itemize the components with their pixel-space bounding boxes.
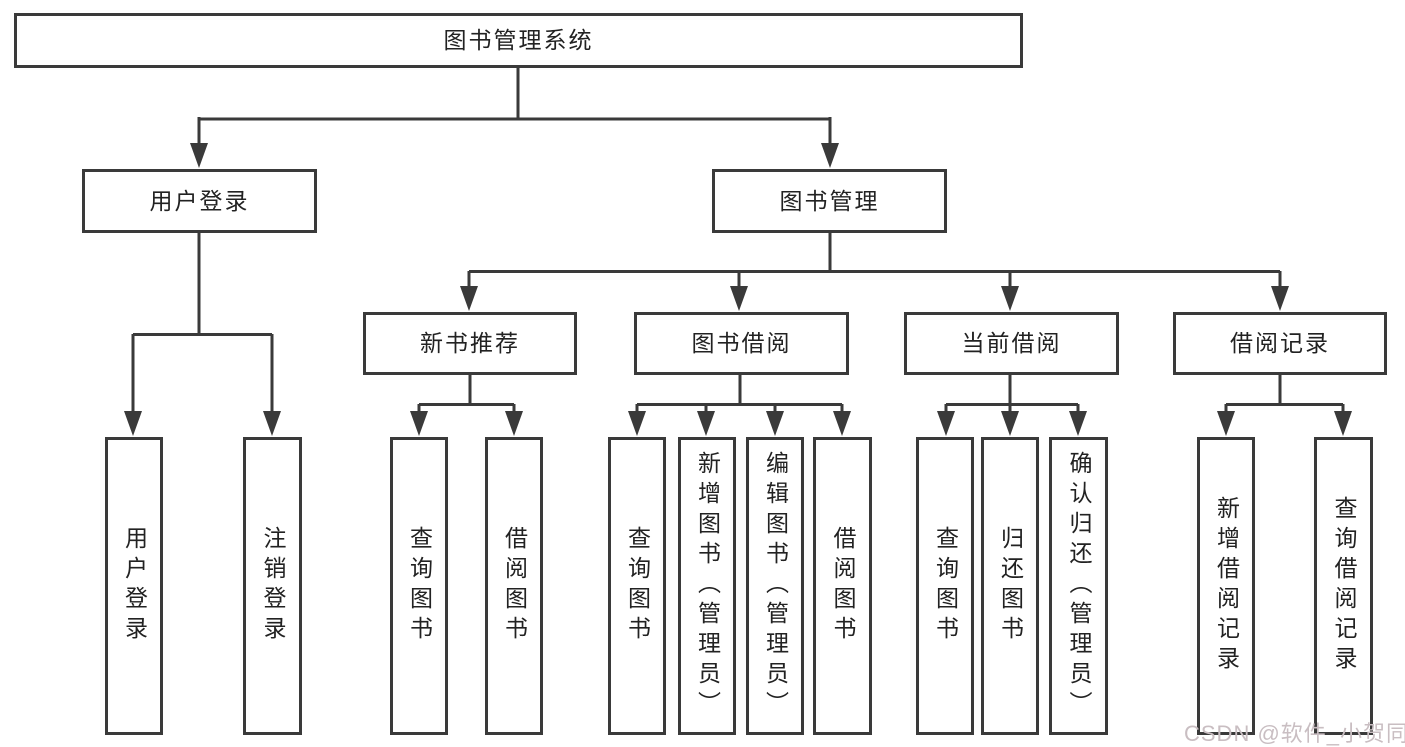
node-user-login: 用户登录 (82, 169, 317, 233)
leaf-current-return-books: 归还图书 (981, 437, 1039, 735)
leaf-records-query-record: 查询借阅记录 (1314, 437, 1373, 735)
leaf-borrow-borrow-books: 借阅图书 (813, 437, 872, 735)
leaf-current-confirm-return-admin: 确认归还（管理员） (1049, 437, 1108, 735)
node-borrow-records: 借阅记录 (1173, 312, 1387, 375)
leaf-current-query-books: 查询图书 (916, 437, 974, 735)
leaf-borrow-add-books-admin: 新增图书（管理员） (678, 437, 736, 735)
arrowheads (124, 143, 1352, 436)
leaf-logout: 注销登录 (243, 437, 302, 735)
leaf-records-add-record: 新增借阅记录 (1197, 437, 1255, 735)
node-root-system: 图书管理系统 (14, 13, 1023, 68)
node-book-management: 图书管理 (712, 169, 947, 233)
csdn-watermark: CSDN @软件_小贺同学 (1184, 721, 1405, 746)
leaf-user-login: 用户登录 (105, 437, 163, 735)
leaf-newbooks-borrow-books: 借阅图书 (485, 437, 543, 735)
leaf-newbooks-query-books: 查询图书 (390, 437, 448, 735)
node-book-borrow: 图书借阅 (634, 312, 849, 375)
node-new-book-recommend: 新书推荐 (363, 312, 577, 375)
connector-lines (131, 68, 1345, 416)
leaf-borrow-query-books: 查询图书 (608, 437, 666, 735)
leaf-borrow-edit-books-admin: 编辑图书（管理员） (746, 437, 804, 735)
node-current-borrow: 当前借阅 (904, 312, 1119, 375)
